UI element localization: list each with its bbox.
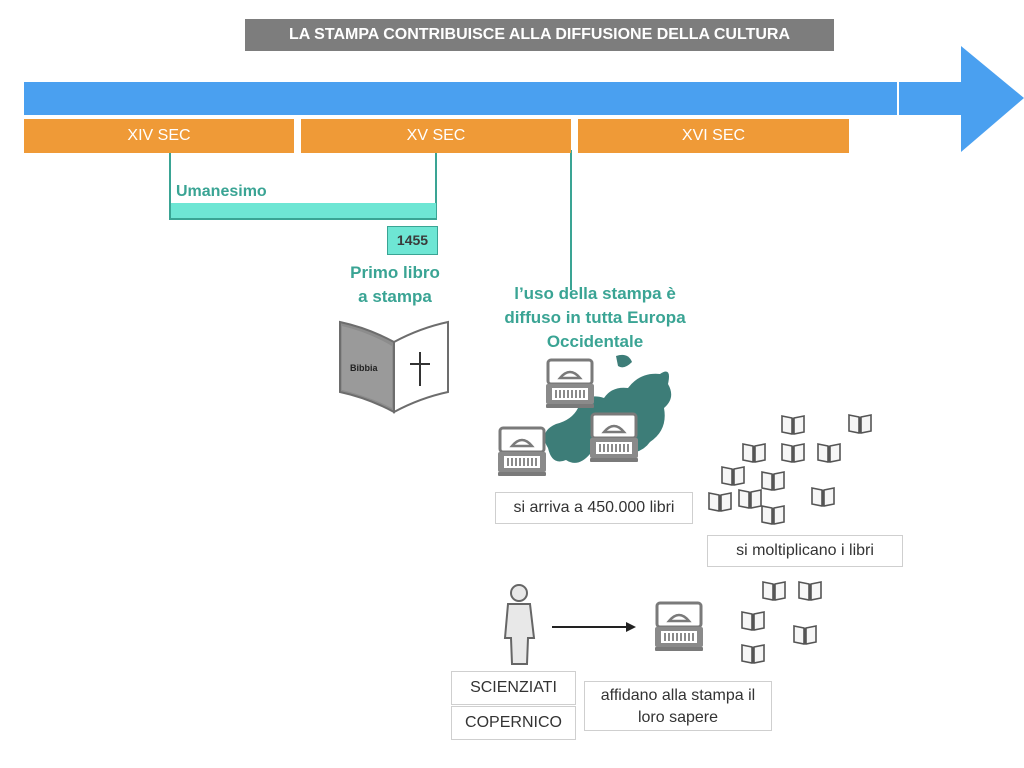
arriva-box: si arriva a 450.000 libri: [495, 492, 693, 524]
bibbia-label: Bibbia: [350, 363, 378, 373]
moltiplicano-box: si moltiplicano i libri: [707, 535, 903, 567]
typewriter-icon: [653, 601, 705, 653]
umanesimo-label: Umanesimo: [176, 183, 267, 200]
primo-libro-text: Primo libro a stampa: [320, 261, 470, 309]
century-xv: XV SEC: [301, 119, 571, 153]
europa-line3: Occidentale: [546, 332, 644, 351]
typewriter-icon: [588, 412, 640, 464]
affidano-line1: affidano alla stampa il: [600, 687, 756, 704]
scienziati-box: SCIENZIATI: [451, 671, 576, 705]
affidano-line2: loro sapere: [637, 709, 719, 726]
europa-line2: diffuso in tutta Europa: [504, 308, 686, 327]
book-icon: [339, 320, 449, 414]
typewriter-icon: [496, 426, 548, 478]
century-xvi: XVI SEC: [578, 119, 849, 153]
person-icon: [503, 584, 536, 665]
year-badge: 1455: [387, 226, 438, 255]
primo-libro-line1: Primo libro: [350, 263, 440, 282]
century-xiv: XIV SEC: [24, 119, 294, 153]
affidano-box: affidano alla stampa il loro sapere: [584, 681, 772, 731]
primo-libro-line2: a stampa: [358, 287, 432, 306]
europa-line1: l’uso della stampa è: [514, 284, 676, 303]
typewriter-icon: [544, 358, 596, 410]
copernico-box: COPERNICO: [451, 706, 576, 740]
page-title: LA STAMPA CONTRIBUISCE ALLA DIFFUSIONE D…: [245, 19, 834, 51]
europa-text: l’uso della stampa è diffuso in tutta Eu…: [480, 282, 710, 354]
